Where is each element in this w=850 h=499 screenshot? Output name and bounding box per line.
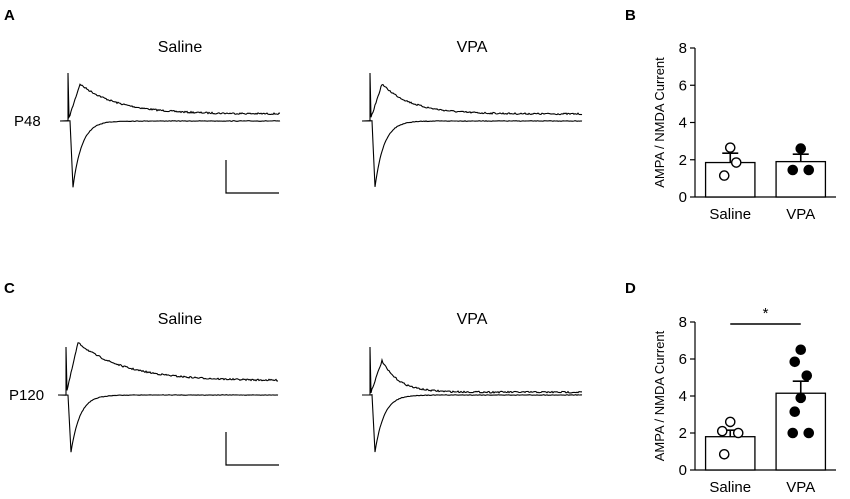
nmda-trace-c-vpa — [362, 346, 583, 396]
y-axis-label-b: AMPA / NMDA Current — [652, 57, 667, 188]
y-tick-label-d: 8 — [679, 314, 687, 331]
data-point-b-saline — [724, 142, 736, 153]
panel-letter-d: D — [625, 280, 636, 297]
bar-b-vpa — [775, 160, 827, 198]
nmda-trace-a-saline — [60, 72, 281, 122]
data-point-d-saline — [724, 416, 736, 428]
panel-letter-c: C — [4, 280, 15, 297]
trace-title-c-saline: Saline — [158, 311, 203, 328]
age-label-p48: P48 — [14, 113, 41, 130]
ampa-trace-a-vpa — [361, 120, 583, 187]
data-point-d-vpa — [801, 370, 813, 381]
x-tick-label-d-vpa: VPA — [786, 479, 815, 496]
nmda-trace-a-vpa — [362, 72, 583, 122]
scale-bar-a — [225, 160, 279, 194]
data-point-d-vpa — [789, 356, 801, 368]
y-tick-label-d: 2 — [679, 425, 687, 442]
data-point-b-saline — [718, 170, 730, 181]
bar-b-saline — [704, 161, 756, 198]
data-point-b-vpa — [795, 143, 807, 154]
data-point-b-vpa — [787, 164, 799, 176]
data-point-b-vpa — [803, 164, 815, 176]
y-axis-label-d: AMPA / NMDA Current — [652, 330, 667, 461]
data-point-d-vpa — [803, 427, 815, 439]
panel-letter-a: A — [4, 7, 15, 24]
y-tick-label-d: 4 — [679, 388, 687, 405]
data-point-d-vpa — [787, 427, 799, 439]
y-tick-label-b: 0 — [679, 189, 687, 206]
trace-title-c-vpa: VPA — [457, 311, 488, 328]
data-point-d-vpa — [795, 344, 807, 356]
data-point-d-vpa — [795, 392, 807, 404]
scale-bar-c — [225, 432, 279, 466]
y-tick-label-b: 4 — [679, 115, 687, 132]
data-point-d-saline — [716, 425, 728, 437]
data-point-d-vpa — [789, 406, 801, 418]
nmda-trace-c-saline — [58, 342, 279, 396]
age-label-p120: P120 — [9, 387, 44, 404]
ampa-trace-c-saline — [57, 394, 279, 453]
trace-title-a-vpa: VPA — [457, 39, 488, 56]
ampa-trace-a-saline — [59, 120, 281, 188]
trace-title-a-saline: Saline — [158, 39, 203, 56]
x-tick-label-b-vpa: VPA — [786, 206, 815, 223]
data-point-d-saline — [732, 427, 744, 439]
y-tick-label-b: 8 — [679, 40, 687, 57]
traces-layer — [57, 72, 583, 453]
data-point-d-saline — [718, 448, 730, 460]
bar-d-saline — [704, 436, 756, 471]
y-tick-label-b: 2 — [679, 152, 687, 169]
data-point-b-saline — [730, 157, 742, 168]
ampa-trace-c-vpa — [362, 394, 583, 453]
x-tick-label-d-saline: Saline — [709, 479, 751, 496]
significance-star-d: * — [763, 305, 769, 322]
panel-letter-b: B — [625, 7, 636, 24]
y-tick-label-d: 6 — [679, 351, 687, 368]
y-tick-label-d: 0 — [679, 462, 687, 479]
y-tick-label-b: 6 — [679, 77, 687, 94]
x-tick-label-b-saline: Saline — [709, 206, 751, 223]
bar-d-vpa — [775, 392, 827, 471]
